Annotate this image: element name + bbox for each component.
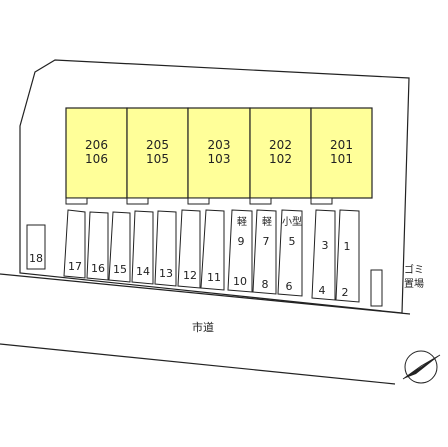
parking-slot: 12 bbox=[177, 209, 201, 289]
unit-fill bbox=[126, 107, 189, 199]
slot-outline bbox=[63, 209, 86, 279]
building: 206 106 205 105 203 103 202 102 201 101 bbox=[65, 107, 373, 199]
slot-outline bbox=[200, 209, 225, 291]
parking-slot: 16 bbox=[86, 211, 109, 281]
unit-206-106: 206 106 bbox=[65, 107, 128, 199]
slot-tag: 軽 bbox=[262, 216, 272, 228]
parking-slot-pair-1-2: 1 2 bbox=[335, 209, 360, 303]
parking-slot: 11 bbox=[200, 209, 225, 291]
unit-fill bbox=[187, 107, 251, 199]
slot-number: 15 bbox=[113, 263, 127, 276]
parking-slot-pair-5-6: 小型 5 6 bbox=[277, 209, 303, 297]
parking-slot-18: 18 bbox=[26, 224, 46, 270]
parking-slot: 13 bbox=[154, 210, 177, 287]
entrance-step bbox=[126, 197, 149, 205]
garbage-box bbox=[370, 269, 383, 307]
slot-number-lower: 8 bbox=[262, 278, 269, 291]
slot-number-upper: 1 bbox=[344, 240, 351, 253]
slot-number: 17 bbox=[68, 260, 82, 273]
slot-tag: 軽 bbox=[237, 216, 247, 228]
entrance-step bbox=[65, 197, 88, 205]
road-edge-north bbox=[0, 273, 411, 315]
unit-201-101: 201 101 bbox=[310, 107, 373, 199]
slot-outline bbox=[177, 209, 201, 289]
parking-slot: 14 bbox=[131, 210, 154, 285]
unit-upper-number: 203 bbox=[208, 138, 231, 152]
slot-outline bbox=[108, 211, 131, 283]
entrance-step bbox=[249, 197, 272, 205]
entrance-steps bbox=[65, 197, 333, 205]
unit-lower-number: 106 bbox=[85, 152, 108, 166]
slot-number-upper: 5 bbox=[289, 235, 296, 248]
unit-lower-number: 101 bbox=[330, 152, 353, 166]
slot-number: 14 bbox=[136, 265, 150, 278]
slot-number-lower: 4 bbox=[319, 284, 326, 297]
road-edge-south bbox=[0, 343, 396, 385]
slot-number-lower: 10 bbox=[233, 275, 247, 288]
parking-slot: 17 bbox=[63, 209, 86, 279]
slot-number-lower: 6 bbox=[286, 280, 293, 293]
slot-outline bbox=[26, 224, 46, 270]
entrance-step bbox=[310, 197, 333, 205]
parking-slot-pair-9-10: 軽 9 10 bbox=[227, 209, 253, 293]
unit-203-103: 203 103 bbox=[187, 107, 251, 199]
slot-number: 11 bbox=[207, 271, 221, 284]
north-arrow-icon bbox=[402, 350, 441, 384]
unit-lower-number: 105 bbox=[146, 152, 169, 166]
unit-lower-number: 102 bbox=[269, 152, 292, 166]
slot-outline bbox=[277, 209, 303, 297]
slot-number: 18 bbox=[29, 252, 43, 265]
unit-upper-number: 201 bbox=[330, 138, 353, 152]
slot-outline bbox=[131, 210, 154, 285]
unit-upper-number: 205 bbox=[146, 138, 169, 152]
parking-slot-pair-3-4: 3 4 bbox=[311, 209, 336, 301]
road-label: 市道 bbox=[192, 320, 214, 334]
slot-number-upper: 9 bbox=[238, 235, 245, 248]
parking-slot: 15 bbox=[108, 211, 131, 283]
unit-fill bbox=[310, 107, 373, 199]
slot-number-upper: 7 bbox=[263, 235, 270, 248]
unit-205-105: 205 105 bbox=[126, 107, 189, 199]
slot-outline bbox=[252, 209, 277, 295]
slot-outline bbox=[86, 211, 109, 281]
garbage-area: ゴミ 置場 bbox=[370, 263, 424, 307]
entrance-step bbox=[187, 197, 210, 205]
garbage-label-line2: 置場 bbox=[404, 277, 424, 290]
unit-lower-number: 103 bbox=[208, 152, 231, 166]
parking-slot-pair-7-8: 軽 7 8 bbox=[252, 209, 277, 295]
slot-outline bbox=[154, 210, 177, 287]
unit-202-102: 202 102 bbox=[249, 107, 312, 199]
slot-outline bbox=[311, 209, 336, 301]
parking-main-row: 17 16 15 14 13 12 11 bbox=[63, 209, 225, 291]
slot-number: 12 bbox=[183, 269, 197, 282]
unit-upper-number: 202 bbox=[269, 138, 292, 152]
slot-number-upper: 3 bbox=[322, 239, 329, 252]
slot-number-lower: 2 bbox=[342, 286, 349, 299]
parking-right-group: 軽 9 10 軽 7 8 小型 5 6 3 4 1 2 bbox=[227, 209, 360, 303]
unit-upper-number: 206 bbox=[85, 138, 108, 152]
slot-outline bbox=[227, 209, 253, 293]
unit-fill bbox=[249, 107, 312, 199]
slot-tag: 小型 bbox=[282, 215, 302, 228]
unit-fill bbox=[65, 107, 128, 199]
slot-number: 16 bbox=[91, 262, 105, 275]
garbage-label-line1: ゴミ bbox=[404, 263, 424, 276]
slot-number: 13 bbox=[159, 267, 173, 280]
slot-outline bbox=[335, 209, 360, 303]
